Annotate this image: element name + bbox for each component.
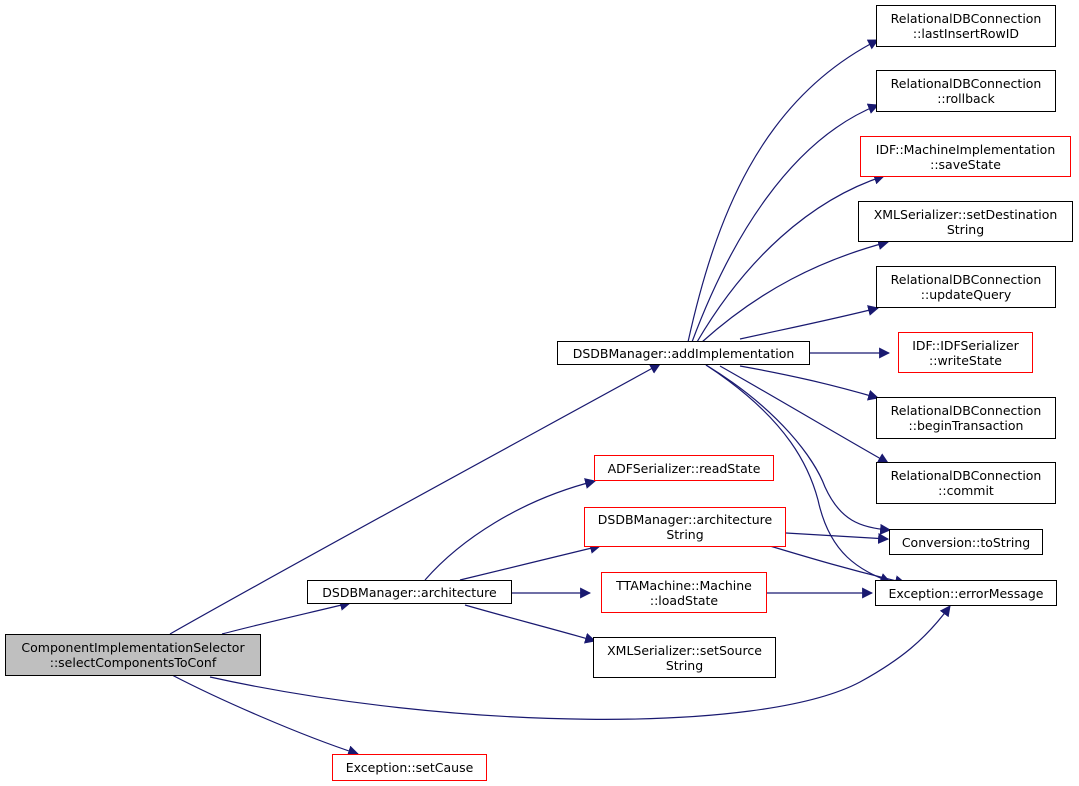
node-label-line1: RelationalDBConnection	[890, 272, 1042, 287]
node-label-line1: IDF::IDFSerializer	[912, 337, 1019, 353]
node-label-line1: ComponentImplementationSelector	[21, 640, 245, 655]
edge-arch-setsource	[464, 604, 597, 644]
node-relationaldbconnection-lastinsertrowid[interactable]: RelationalDBConnection ::lastInsertRowID	[876, 5, 1056, 47]
edge-addimpl-begintx	[739, 365, 880, 401]
node-label-line1: RelationalDBConnection	[890, 76, 1042, 91]
edge-archstring-errormessage	[769, 545, 907, 587]
node-label-line1: TTAMachine::Machine	[616, 577, 752, 593]
edge-root-errormessage	[209, 605, 951, 720]
node-label-line1: Exception::setCause	[345, 760, 474, 775]
node-exception-setcause[interactable]: Exception::setCause	[332, 754, 487, 781]
edge-addimpl-commit	[719, 365, 889, 464]
edge-arch-readstate	[424, 478, 597, 581]
node-label-line1: RelationalDBConnection	[890, 11, 1042, 26]
node-dsdbmanager-addimplementation[interactable]: DSDBManager::addImplementation	[557, 341, 810, 365]
node-relationaldbconnection-updatequery[interactable]: RelationalDBConnection ::updateQuery	[876, 266, 1056, 308]
edge-addimpl-lastinsert	[687, 39, 879, 343]
node-dsdbmanager-architecturestring[interactable]: DSDBManager::architecture String	[584, 507, 786, 547]
edge-root-addimplementation	[169, 363, 661, 635]
node-label-line1: RelationalDBConnection	[890, 403, 1042, 418]
node-label-line2: String	[665, 657, 704, 673]
node-relationaldbconnection-rollback[interactable]: RelationalDBConnection ::rollback	[876, 70, 1056, 112]
edge-addimpl-errormessage	[705, 364, 892, 584]
edge-arch-archstring	[459, 542, 602, 581]
node-root-selectcomponentstoconf[interactable]: ComponentImplementationSelector ::select…	[5, 634, 261, 676]
node-label-line2: String	[666, 527, 704, 542]
edge-addimpl-savestate	[696, 173, 886, 343]
node-label-line2: ::commit	[938, 483, 994, 498]
node-adfserializer-readstate[interactable]: ADFSerializer::readState	[594, 455, 774, 481]
node-label-line2: ::loadState	[649, 592, 719, 608]
node-label-line1: DSDBManager::addImplementation	[572, 345, 795, 361]
node-label-line1: RelationalDBConnection	[890, 468, 1042, 483]
node-machineimplementation-savestate[interactable]: IDF::MachineImplementation ::saveState	[860, 136, 1071, 177]
node-label-line2: ::lastInsertRowID	[912, 26, 1020, 41]
node-label-line2: ::updateQuery	[920, 287, 1012, 302]
edge-archstring-tostring	[785, 532, 890, 544]
node-relationaldbconnection-begintransaction[interactable]: RelationalDBConnection ::beginTransactio…	[876, 397, 1056, 439]
node-label-line2: ::rollback	[937, 91, 995, 106]
node-relationaldbconnection-commit[interactable]: RelationalDBConnection ::commit	[876, 462, 1056, 504]
node-label-line2: String	[946, 221, 985, 237]
edge-root-setcause	[171, 674, 360, 757]
node-label-line1: DSDBManager::architecture	[597, 512, 773, 527]
node-idfserializer-writestate[interactable]: IDF::IDFSerializer ::writeState	[898, 332, 1033, 373]
node-xmlserializer-setsourcestring[interactable]: XMLSerializer::setSource String	[593, 637, 776, 678]
node-xmlserializer-setdestinationstring[interactable]: XMLSerializer::setDestination String	[858, 201, 1073, 242]
node-ttamachine-machine-loadstate[interactable]: TTAMachine::Machine ::loadState	[601, 572, 767, 613]
node-label-line1: DSDBManager::architecture	[322, 584, 497, 600]
edge-root-architecture	[221, 599, 352, 635]
node-dsdbmanager-architecture[interactable]: DSDBManager::architecture	[307, 580, 512, 604]
node-label-line1: Exception::errorMessage	[888, 585, 1044, 601]
edge-addimpl-setdest	[701, 239, 890, 343]
node-label-line2: ::selectComponentsToConf	[49, 655, 217, 670]
node-exception-errormessage[interactable]: Exception::errorMessage	[875, 580, 1057, 606]
edge-addimpl-tostring	[705, 364, 892, 535]
node-label-line1: XMLSerializer::setDestination	[873, 206, 1058, 222]
node-conversion-tostring[interactable]: Conversion::toString	[889, 529, 1043, 555]
node-label-line1: Conversion::toString	[901, 534, 1031, 550]
node-label-line2: ::saveState	[930, 156, 1001, 172]
node-label-line1: ADFSerializer::readState	[607, 460, 761, 476]
node-label-line1: XMLSerializer::setSource	[607, 642, 762, 658]
node-label-line1: IDF::MachineImplementation	[875, 141, 1056, 157]
edge-addimpl-rollback	[691, 103, 880, 343]
node-label-line2: ::writeState	[929, 352, 1002, 368]
node-label-line2: ::beginTransaction	[908, 418, 1024, 433]
edge-addimpl-updquery	[739, 305, 880, 340]
